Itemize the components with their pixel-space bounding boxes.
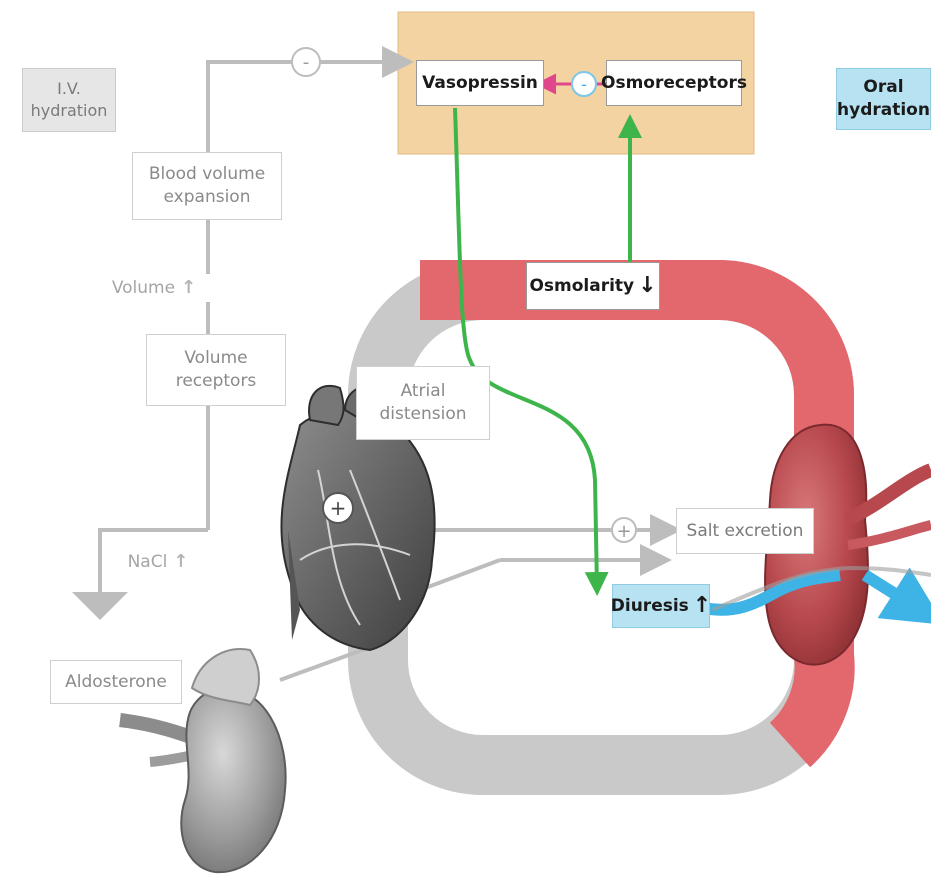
aldosterone-arrow-head [72,592,128,620]
osmoreceptors-box: Osmoreceptors [601,60,747,106]
green-pathways [453,107,642,596]
adrenal-kidney-illustration [119,648,287,874]
diuresis-up-arrow: ↑ [692,593,712,618]
volume-increase-label: Volume↑ [98,274,210,302]
minus-symbol-osmo: - [581,75,587,95]
volume-up-arrow: ↑ [181,276,197,298]
minus-symbol-top: - [303,52,310,73]
osmolarity-text: Osmolarity [529,275,635,296]
stimulation-circle-heart [322,492,354,524]
red-kidney-illustration [764,423,931,666]
salt-excretion-box: Salt excretion [676,508,814,554]
blue-flow-arrows [702,565,931,625]
plus-symbol-salt: + [616,521,631,542]
osmolarity-down-arrow: ↓ [638,273,657,298]
oral-hydration-label: Oral hydration [836,68,931,130]
plus-symbol-heart: + [330,496,347,520]
nacl-increase-label: NaCl↑ [116,548,200,576]
inhibition-circle-osmo [571,71,597,97]
vasopressin-box: Vasopressin [416,60,544,106]
volume-receptors-box: Volume receptors [146,334,286,406]
diuresis-text: Diuresis [610,595,689,616]
aldosterone-box: Aldosterone [50,660,182,704]
blood-volume-expansion-box: Blood volume expansion [132,152,282,220]
iv-hydration-label: I.V. hydration [22,68,116,132]
atrial-distension-box: Atrial distension [356,366,490,440]
volume-text: Volume [111,277,176,298]
nacl-up-arrow: ↑ [173,550,189,572]
nacl-text: NaCl [127,551,168,572]
osmolarity-box: Osmolarity↓ [526,262,660,310]
inhibition-circle-top [291,47,321,77]
diuresis-box: Diuresis↑ [610,584,712,628]
stimulation-circle-salt [611,517,637,543]
